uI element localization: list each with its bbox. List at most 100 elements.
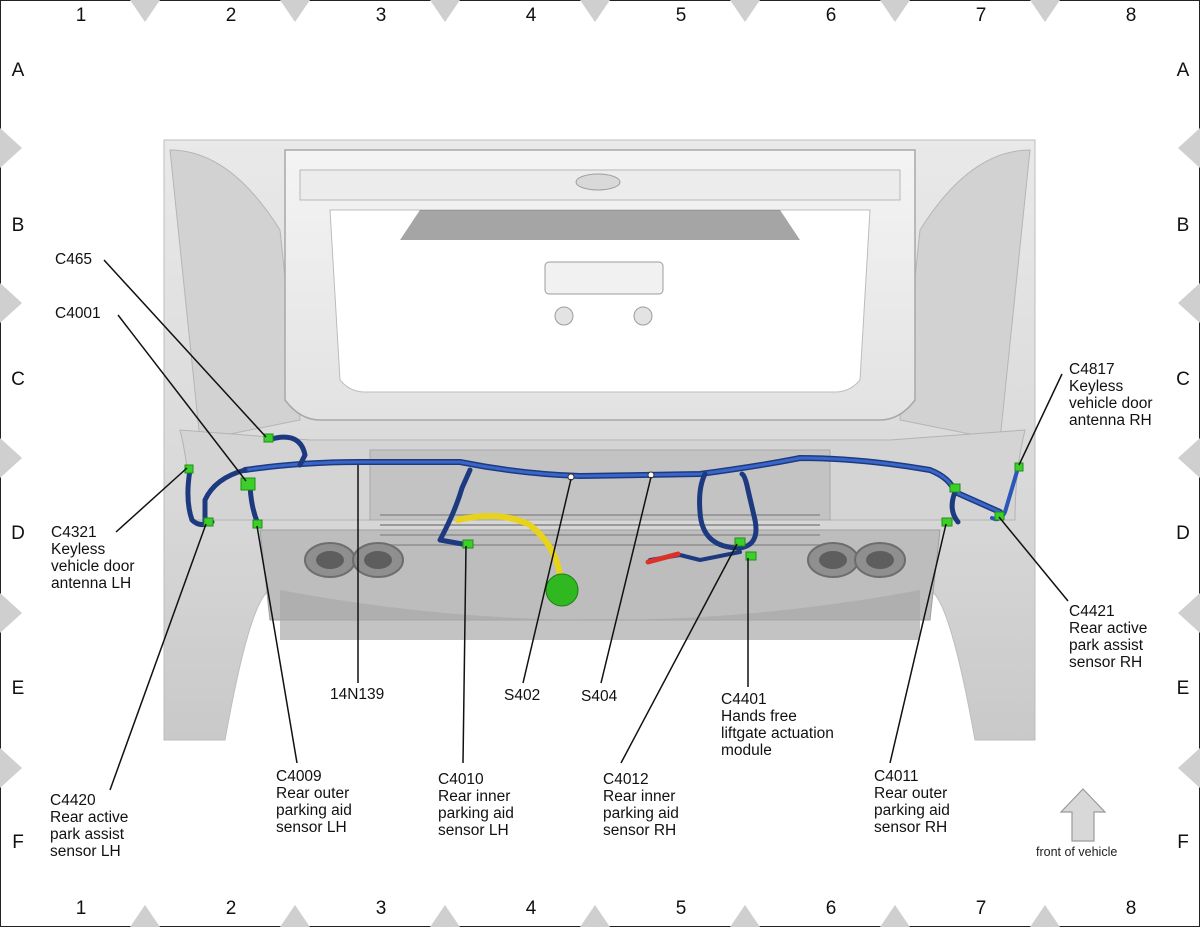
grid-row-a-left: A	[11, 60, 25, 81]
callout-c4012-line-3: parking aid	[603, 805, 679, 822]
callout-c4011-line-2: Rear outer	[874, 785, 948, 802]
callout-c4421: C4421 Rear active park assist sensor RH	[1069, 603, 1147, 671]
callout-c4009-line-1: C4009	[276, 768, 322, 785]
callout-14n139-line-1: 14N139	[330, 686, 385, 703]
connector-c4001	[240, 477, 256, 491]
callout-c4321: C4321 Keyless vehicle door antenna LH	[51, 524, 135, 592]
grid-row-e-right: E	[1176, 678, 1190, 699]
callout-c4817: C4817 Keyless vehicle door antenna RH	[1069, 361, 1153, 429]
grid-col-3-top: 3	[375, 5, 387, 26]
grid-row-a-right: A	[1176, 60, 1190, 81]
callout-c4009-line-4: sensor LH	[276, 819, 347, 836]
grid-col-4-top: 4	[525, 5, 537, 26]
callout-14n139: 14N139	[330, 686, 384, 703]
connector-c4011	[941, 517, 953, 527]
callout-c4010: C4010 Rear inner parking aid sensor LH	[438, 771, 514, 839]
grid-row-c-left: C	[11, 369, 25, 390]
callout-c4421-line-4: sensor RH	[1069, 654, 1143, 671]
grid-col-6-top: 6	[825, 5, 837, 26]
grid-col-5-top: 5	[675, 5, 687, 26]
grid-row-f-left: F	[12, 832, 24, 853]
grid-row-b-left: B	[11, 215, 25, 236]
connector-c4012	[734, 537, 746, 547]
callout-c4011-line-4: sensor RH	[874, 819, 948, 836]
callout-c4817-line-2: Keyless	[1069, 378, 1124, 395]
callout-c465-line-1: C465	[55, 251, 93, 268]
connector-markers	[184, 433, 1024, 607]
callout-s404: S404	[581, 688, 617, 705]
grid-row-f-right: F	[1177, 832, 1189, 853]
up-arrow-icon	[1059, 788, 1107, 842]
callout-c4421-line-3: park assist	[1069, 637, 1144, 654]
callout-c4321-line-1: C4321	[51, 524, 97, 541]
callout-c4321-line-2: Keyless	[51, 541, 106, 558]
grid-row-d-right: D	[1176, 523, 1190, 544]
callout-c4321-line-4: antenna LH	[51, 575, 132, 592]
callout-c4010-line-3: parking aid	[438, 805, 514, 822]
callout-c4011: C4011 Rear outer parking aid sensor RH	[874, 768, 950, 836]
grid-col-7-top: 7	[975, 5, 987, 26]
grid-col-7-bottom: 7	[975, 898, 987, 919]
connector-c4010	[462, 539, 474, 549]
callout-c4011-line-1: C4011	[874, 768, 919, 785]
callout-c4001: C4001	[55, 305, 101, 322]
grid-row-b-right: B	[1176, 215, 1190, 236]
callout-c4421-line-1: C4421	[1069, 603, 1115, 620]
callout-c4001-line-1: C4001	[55, 305, 101, 322]
grid-col-8-top: 8	[1125, 5, 1137, 26]
grid-col-3-bottom: 3	[375, 898, 387, 919]
grid-col-5-bottom: 5	[675, 898, 687, 919]
grid-row-e-left: E	[11, 678, 25, 699]
callout-c4012-line-4: sensor RH	[603, 822, 677, 839]
grid-col-1-bottom: 1	[75, 898, 87, 919]
callout-c4010-line-2: Rear inner	[438, 788, 511, 805]
callout-c4421-line-2: Rear active	[1069, 620, 1148, 637]
callout-c4012-line-2: Rear inner	[603, 788, 676, 805]
callout-s402: S402	[504, 687, 540, 704]
vehicle-body	[163, 139, 1036, 741]
callout-c4010-line-4: sensor LH	[438, 822, 509, 839]
grid-col-2-bottom: 2	[225, 898, 237, 919]
callout-c4010-line-1: C4010	[438, 771, 484, 788]
callout-c4012: C4012 Rear inner parking aid sensor RH	[603, 771, 679, 839]
grid-col-2-top: 2	[225, 5, 237, 26]
callout-c4321-line-3: vehicle door	[51, 558, 135, 575]
connector-c465	[263, 433, 274, 443]
callout-c4401-line-1: C4401	[721, 691, 767, 708]
grid-col-6-bottom: 6	[825, 898, 837, 919]
callout-c4817-line-1: C4817	[1069, 361, 1115, 378]
splice-points	[567, 471, 655, 481]
grid-col-1-top: 1	[75, 5, 87, 26]
callout-c4420-line-2: Rear active	[50, 809, 129, 826]
connector-c4817	[1014, 462, 1024, 472]
grid-col-8-bottom: 8	[1125, 898, 1137, 919]
callout-c4401: C4401 Hands free liftgate actuation modu…	[721, 691, 834, 759]
callout-c4011-line-3: parking aid	[874, 802, 950, 819]
leader-lines	[103, 259, 1069, 791]
callout-c4817-line-4: antenna RH	[1069, 412, 1152, 429]
callout-s404-line-1: S404	[581, 688, 618, 705]
grid-row-c-right: C	[1176, 369, 1190, 390]
callout-c4420-line-1: C4420	[50, 792, 96, 809]
connector-c4401	[745, 551, 757, 561]
connector-c4817-branch	[949, 483, 961, 493]
connector-c4420	[203, 517, 214, 527]
callout-c4420: C4420 Rear active park assist sensor LH	[50, 792, 128, 860]
callout-c4401-line-3: liftgate actuation	[721, 725, 834, 742]
callout-c4817-line-3: vehicle door	[1069, 395, 1153, 412]
callout-c4420-line-4: sensor LH	[50, 843, 121, 860]
front-of-vehicle-label: front of vehicle	[1036, 845, 1118, 859]
callout-c4420-line-3: park assist	[50, 826, 125, 843]
grid-row-d-left: D	[11, 523, 25, 544]
callout-c4012-line-1: C4012	[603, 771, 649, 788]
grid-col-4-bottom: 4	[525, 898, 537, 919]
connector-c4421	[994, 511, 1005, 521]
callout-c4401-line-2: Hands free	[721, 708, 797, 725]
connector-hub-green	[545, 573, 579, 607]
callout-s402-line-1: S402	[504, 687, 541, 704]
callout-c465: C465	[55, 251, 92, 268]
callout-c4009-line-2: Rear outer	[276, 785, 350, 802]
callout-c4401-line-4: module	[721, 742, 772, 759]
